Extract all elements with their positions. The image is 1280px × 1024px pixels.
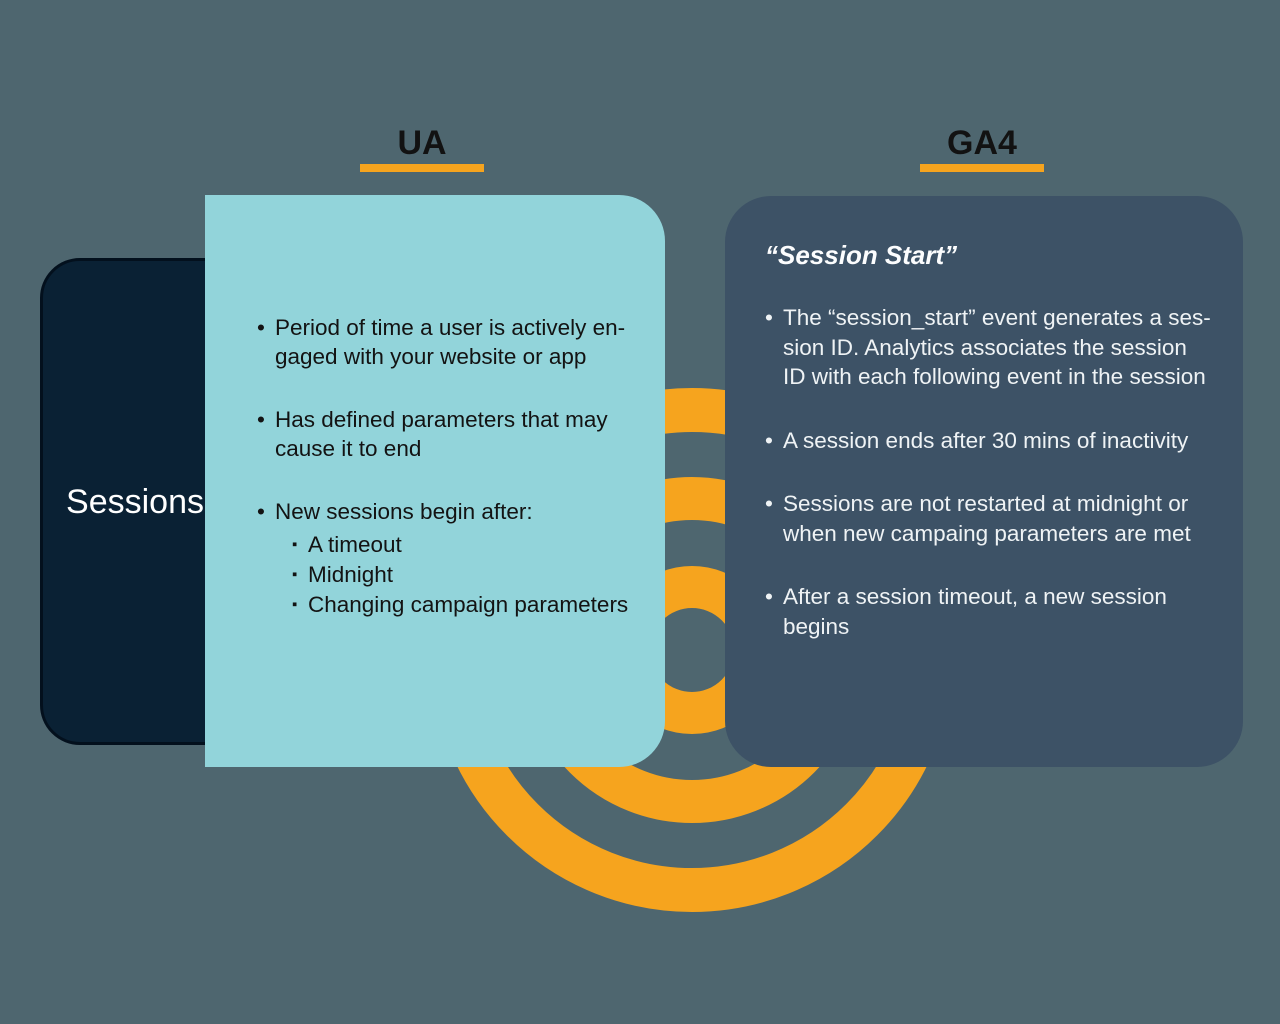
square-bullet-icon: ▪ [292,566,298,583]
ga4-card: “Session Start” • The “session_start” ev… [725,196,1243,767]
ua-bullet-item: • Has defined parameters that may cause … [257,405,641,463]
bullet-icon: • [765,491,773,516]
ga4-bullet-item: • A session ends after 30 mins of inacti… [765,426,1221,456]
bullet-icon: • [257,499,265,524]
ua-sub-bullet-item: ▪ A timeout [292,530,641,560]
ga4-bullet-text: Sessions are not restarted at midnight o… [783,491,1191,546]
ua-column-title: UA [322,126,522,172]
bullet-icon: • [765,427,773,453]
ua-bullet-text: New sessions begin after: [275,499,533,524]
ua-sub-bullet-item: ▪ Changing campaign parameters [292,590,641,620]
ga4-bullet-list: • The “session_start” event generates a … [765,303,1221,641]
sessions-label: Sessions [66,482,204,521]
ga4-card-heading: “Session Start” [765,240,958,270]
ga4-title-label: GA4 [947,124,1017,162]
bullet-icon: • [257,407,265,432]
ua-card: • Period of time a user is actively en- … [205,195,665,767]
ua-sub-bullet-list: ▪ A timeout ▪ Midnight ▪ Changing campai… [275,530,641,620]
bullet-icon: • [257,315,265,340]
ga4-column-title: GA4 [882,126,1082,172]
ua-title-underline [360,164,484,172]
ga4-bullet-text: After a session timeout, a new session b… [783,584,1167,639]
ua-bullet-text: Period of time a user is actively en- ga… [275,315,626,369]
ga4-bullet-text: The “session_start” event generates a se… [783,305,1211,389]
ua-bullet-item: • New sessions begin after: ▪ A timeout … [257,497,641,620]
ua-sub-bullet-item: ▪ Midnight [292,560,641,590]
square-bullet-icon: ▪ [292,596,298,613]
square-bullet-icon: ▪ [292,536,298,553]
bullet-icon: • [765,584,773,609]
ua-bullet-text: Has defined parameters that may cause it… [275,407,608,461]
bullet-icon: • [765,305,773,330]
ga4-bullet-item: • Sessions are not restarted at midnight… [765,489,1221,548]
ga4-bullet-item: • After a session timeout, a new session… [765,582,1221,641]
ua-sub-bullet-text: Changing campaign parameters [308,592,629,617]
ua-bullet-item: • Period of time a user is actively en- … [257,313,641,371]
ua-sub-bullet-text: A timeout [308,532,402,557]
ga4-bullet-item: • The “session_start” event generates a … [765,303,1221,392]
ga4-title-underline [920,164,1044,172]
ua-bullet-list: • Period of time a user is actively en- … [257,313,641,620]
ua-title-label: UA [397,124,447,162]
ga4-bullet-text: A session ends after 30 mins of inactivi… [783,427,1189,453]
ua-sub-bullet-text: Midnight [308,562,394,587]
sessions-card: Sessions [40,258,230,745]
